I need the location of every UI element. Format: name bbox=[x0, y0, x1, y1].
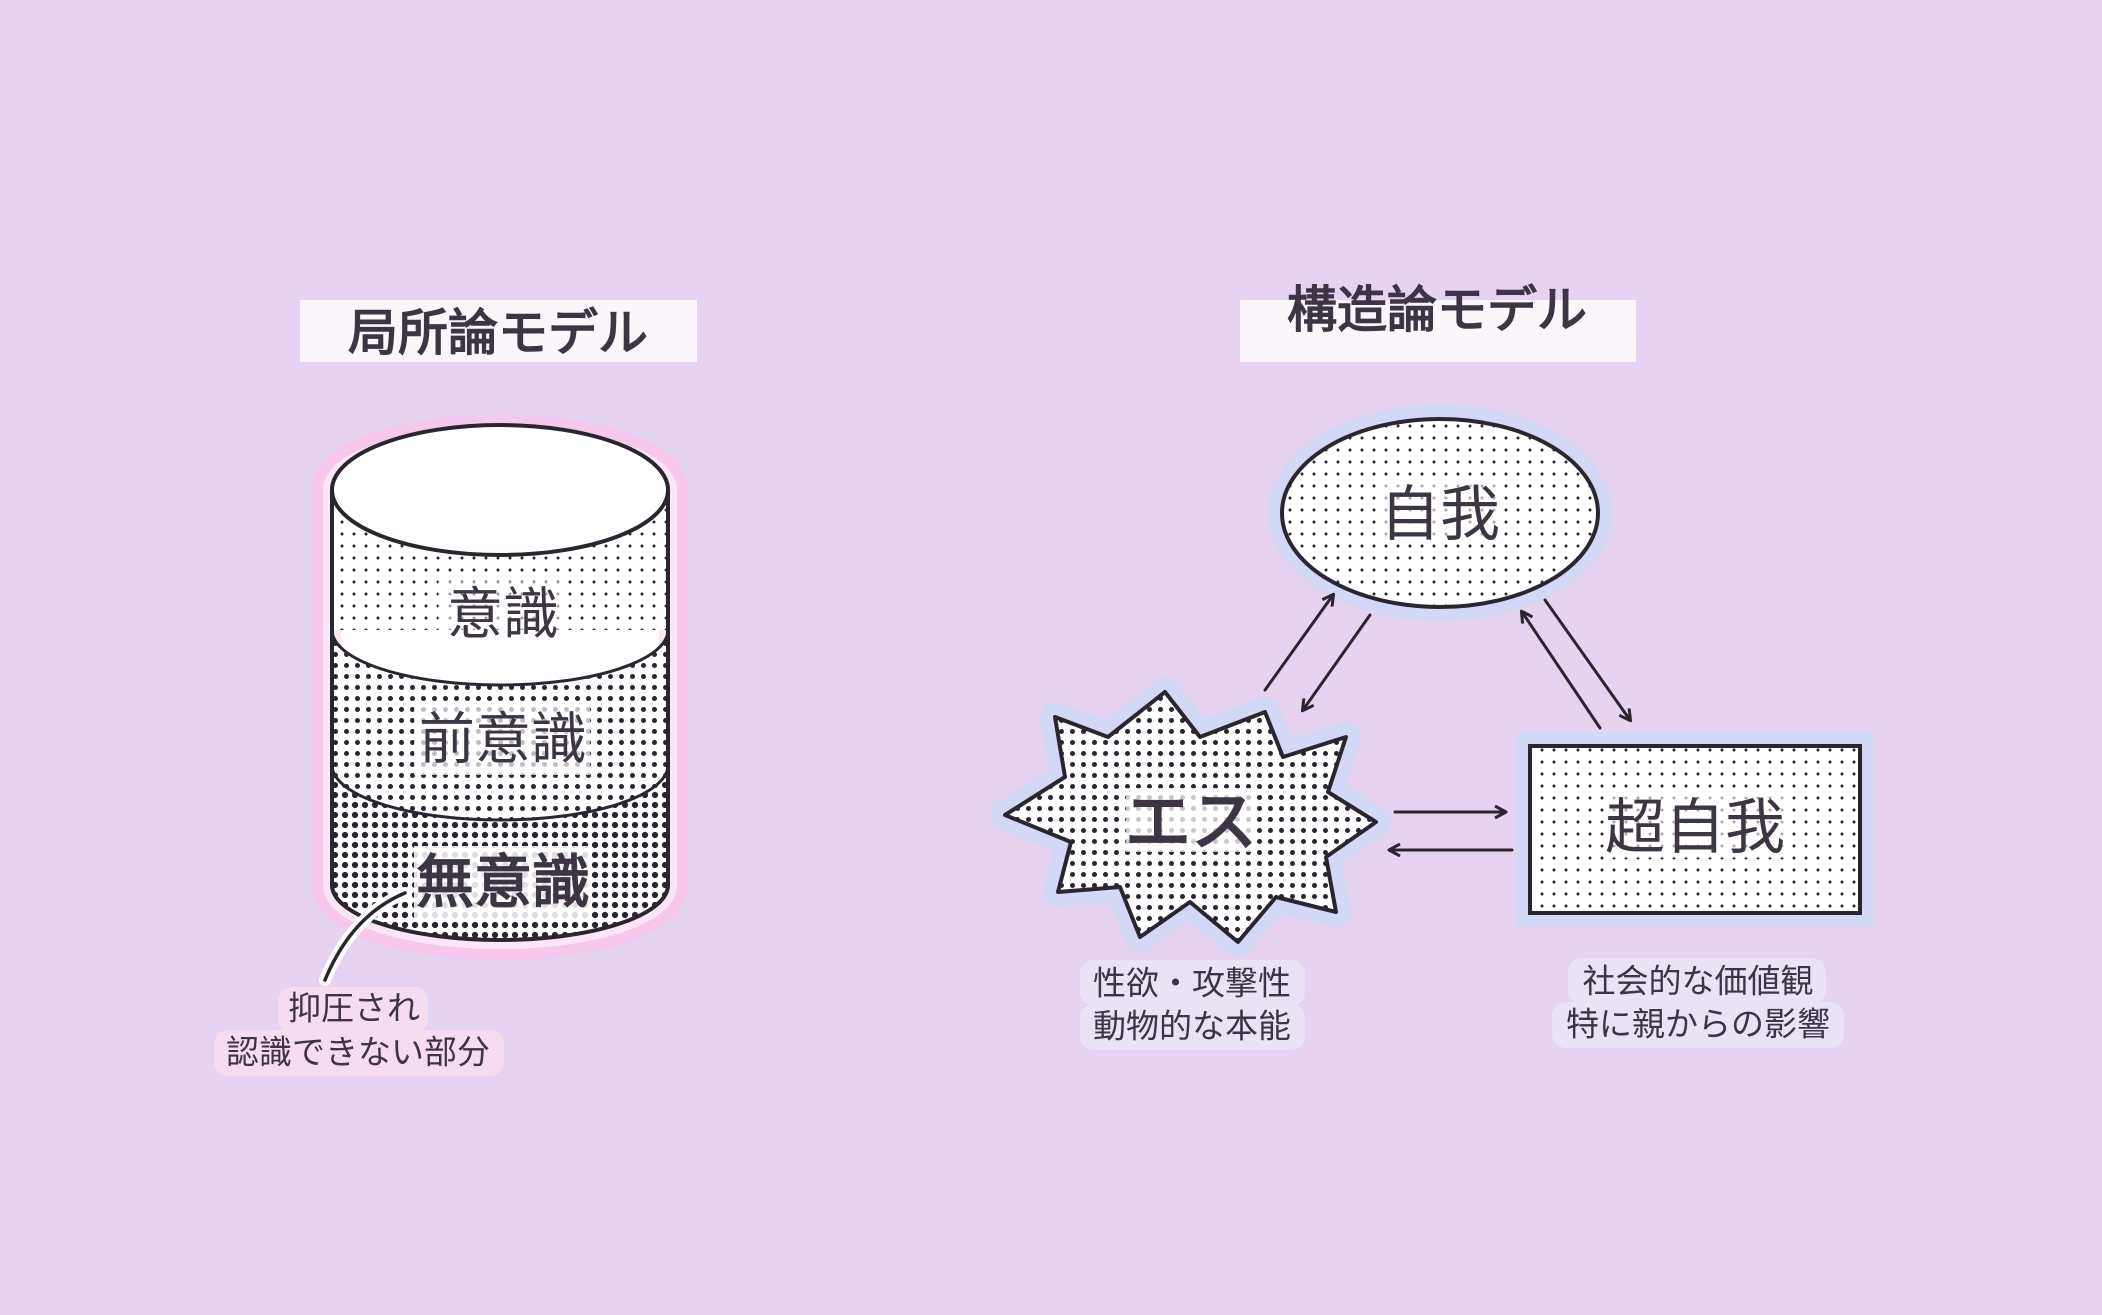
left-annotation: 抑圧され 認識できない部分 bbox=[214, 987, 504, 1076]
right-heading-group: 構造論モデル bbox=[1240, 281, 1636, 362]
superego-label-bg bbox=[1604, 792, 1784, 858]
left-heading-group: 局所論モデル bbox=[300, 300, 697, 362]
layer-conscious-label: 意識 bbox=[447, 583, 559, 648]
id-note-bg-2 bbox=[1080, 1004, 1305, 1050]
layer-preconscious-label-bg bbox=[414, 705, 590, 775]
cylinder: 意識 前意識 無意識 bbox=[312, 415, 688, 960]
superego-label: 超自我 bbox=[1605, 793, 1785, 863]
superego-note-line2: 特に親からの影響 bbox=[1566, 1005, 1830, 1044]
ego-label-bg bbox=[1382, 482, 1500, 544]
superego-note: 社会的な価値観 特に親からの影響 bbox=[1552, 958, 1844, 1048]
id-label-bg bbox=[1126, 788, 1256, 852]
cylinder-outline bbox=[330, 490, 670, 942]
arrow-id-to-ego bbox=[1263, 595, 1333, 692]
layer-unconscious-label-bg bbox=[414, 846, 590, 918]
boundary-2 bbox=[330, 764, 670, 822]
superego-note-bg-1 bbox=[1568, 958, 1826, 1004]
left-annotation-bg-2 bbox=[214, 1030, 504, 1076]
id-note: 性欲・攻撃性 動物的な本能 bbox=[1080, 960, 1305, 1050]
arrows bbox=[1263, 595, 1630, 850]
id-note-line1: 性欲・攻撃性 bbox=[1093, 964, 1291, 1003]
unconscious-leader-line-ink bbox=[323, 891, 407, 982]
superego-node: 超自我 bbox=[1516, 732, 1874, 927]
left-heading-box bbox=[300, 300, 697, 362]
id-node: エス bbox=[990, 677, 1391, 957]
layer-unconscious-label: 無意識 bbox=[416, 848, 590, 916]
boundary-1 bbox=[330, 629, 670, 687]
arrow-ego-to-id bbox=[1303, 613, 1372, 710]
right-heading: 構造論モデル bbox=[1287, 281, 1587, 339]
superego-note-bg-2 bbox=[1552, 1002, 1844, 1048]
right-heading-box bbox=[1240, 300, 1636, 362]
id-note-bg-1 bbox=[1080, 960, 1305, 1006]
id-label: エス bbox=[1125, 784, 1257, 861]
arrow-ego-to-superego bbox=[1543, 598, 1630, 720]
left-annotation-bg-1 bbox=[278, 987, 428, 1033]
ego-label: 自我 bbox=[1380, 480, 1500, 550]
superego-note-line1: 社会的な価値観 bbox=[1583, 962, 1814, 1001]
layer-preconscious-label: 前意識 bbox=[419, 708, 587, 773]
left-heading: 局所論モデル bbox=[348, 304, 648, 362]
left-annotation-line2: 認識できない部分 bbox=[226, 1033, 490, 1072]
layer-conscious-label-bg bbox=[438, 581, 562, 649]
cylinder-top bbox=[330, 423, 670, 557]
arrow-superego-to-ego bbox=[1522, 612, 1602, 730]
id-note-line2: 動物的な本能 bbox=[1093, 1007, 1291, 1046]
ego-node: 自我 bbox=[1268, 405, 1612, 621]
left-annotation-line1: 抑圧され bbox=[288, 989, 420, 1028]
